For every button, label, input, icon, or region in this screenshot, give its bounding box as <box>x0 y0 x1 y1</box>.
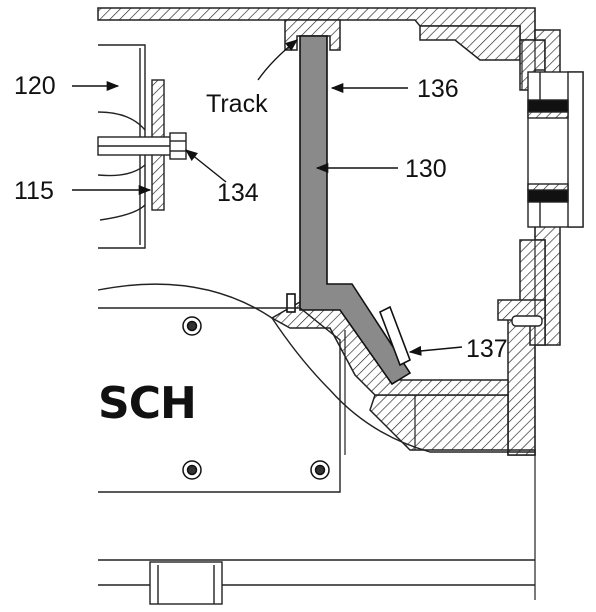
housing <box>97 7 561 456</box>
label-track: Track <box>206 90 268 118</box>
housing-mount-block <box>497 299 546 346</box>
label-120: 120 <box>14 72 56 100</box>
bearing-ring-bottom <box>527 183 569 191</box>
bearing-ring-top <box>527 111 569 119</box>
blade-assembly <box>286 35 412 386</box>
bearing-collar <box>567 71 584 228</box>
panel-bolts <box>182 316 330 480</box>
bearing-seal-top <box>527 99 569 113</box>
label-137: 137 <box>466 335 508 363</box>
blade-130 <box>299 35 412 386</box>
label-134: 134 <box>217 179 259 207</box>
shelf-post <box>286 293 296 313</box>
bolt-bottom-left <box>182 460 202 480</box>
deflector-plate <box>378 305 412 367</box>
leader-134 <box>185 149 227 183</box>
reference-labels: 120 115 134 Track 136 130 137 <box>14 72 508 363</box>
body-upper-curve <box>97 283 273 319</box>
bolt-bottom-right <box>310 460 330 480</box>
leader-137 <box>408 345 463 356</box>
left-motor-section <box>97 44 187 249</box>
right-bearing-assembly <box>511 71 584 327</box>
brand-lettering: SCH <box>98 378 196 429</box>
brand-panel <box>98 307 341 493</box>
machine-body <box>97 283 535 605</box>
label-115: 115 <box>14 177 54 205</box>
label-130: 130 <box>405 155 447 183</box>
body-fillet <box>271 317 535 453</box>
label-136: 136 <box>417 75 459 103</box>
housing-right-wall-lower <box>507 239 546 456</box>
mount-pin <box>511 315 543 327</box>
bearing-seal-bottom <box>527 189 569 203</box>
bolt-top-left <box>182 316 202 336</box>
leader-lines <box>72 39 463 356</box>
housing-upper-right-corner <box>419 25 521 61</box>
leader-track <box>257 39 298 81</box>
bottom-bracket <box>149 561 223 605</box>
shaft-nut <box>169 132 187 160</box>
